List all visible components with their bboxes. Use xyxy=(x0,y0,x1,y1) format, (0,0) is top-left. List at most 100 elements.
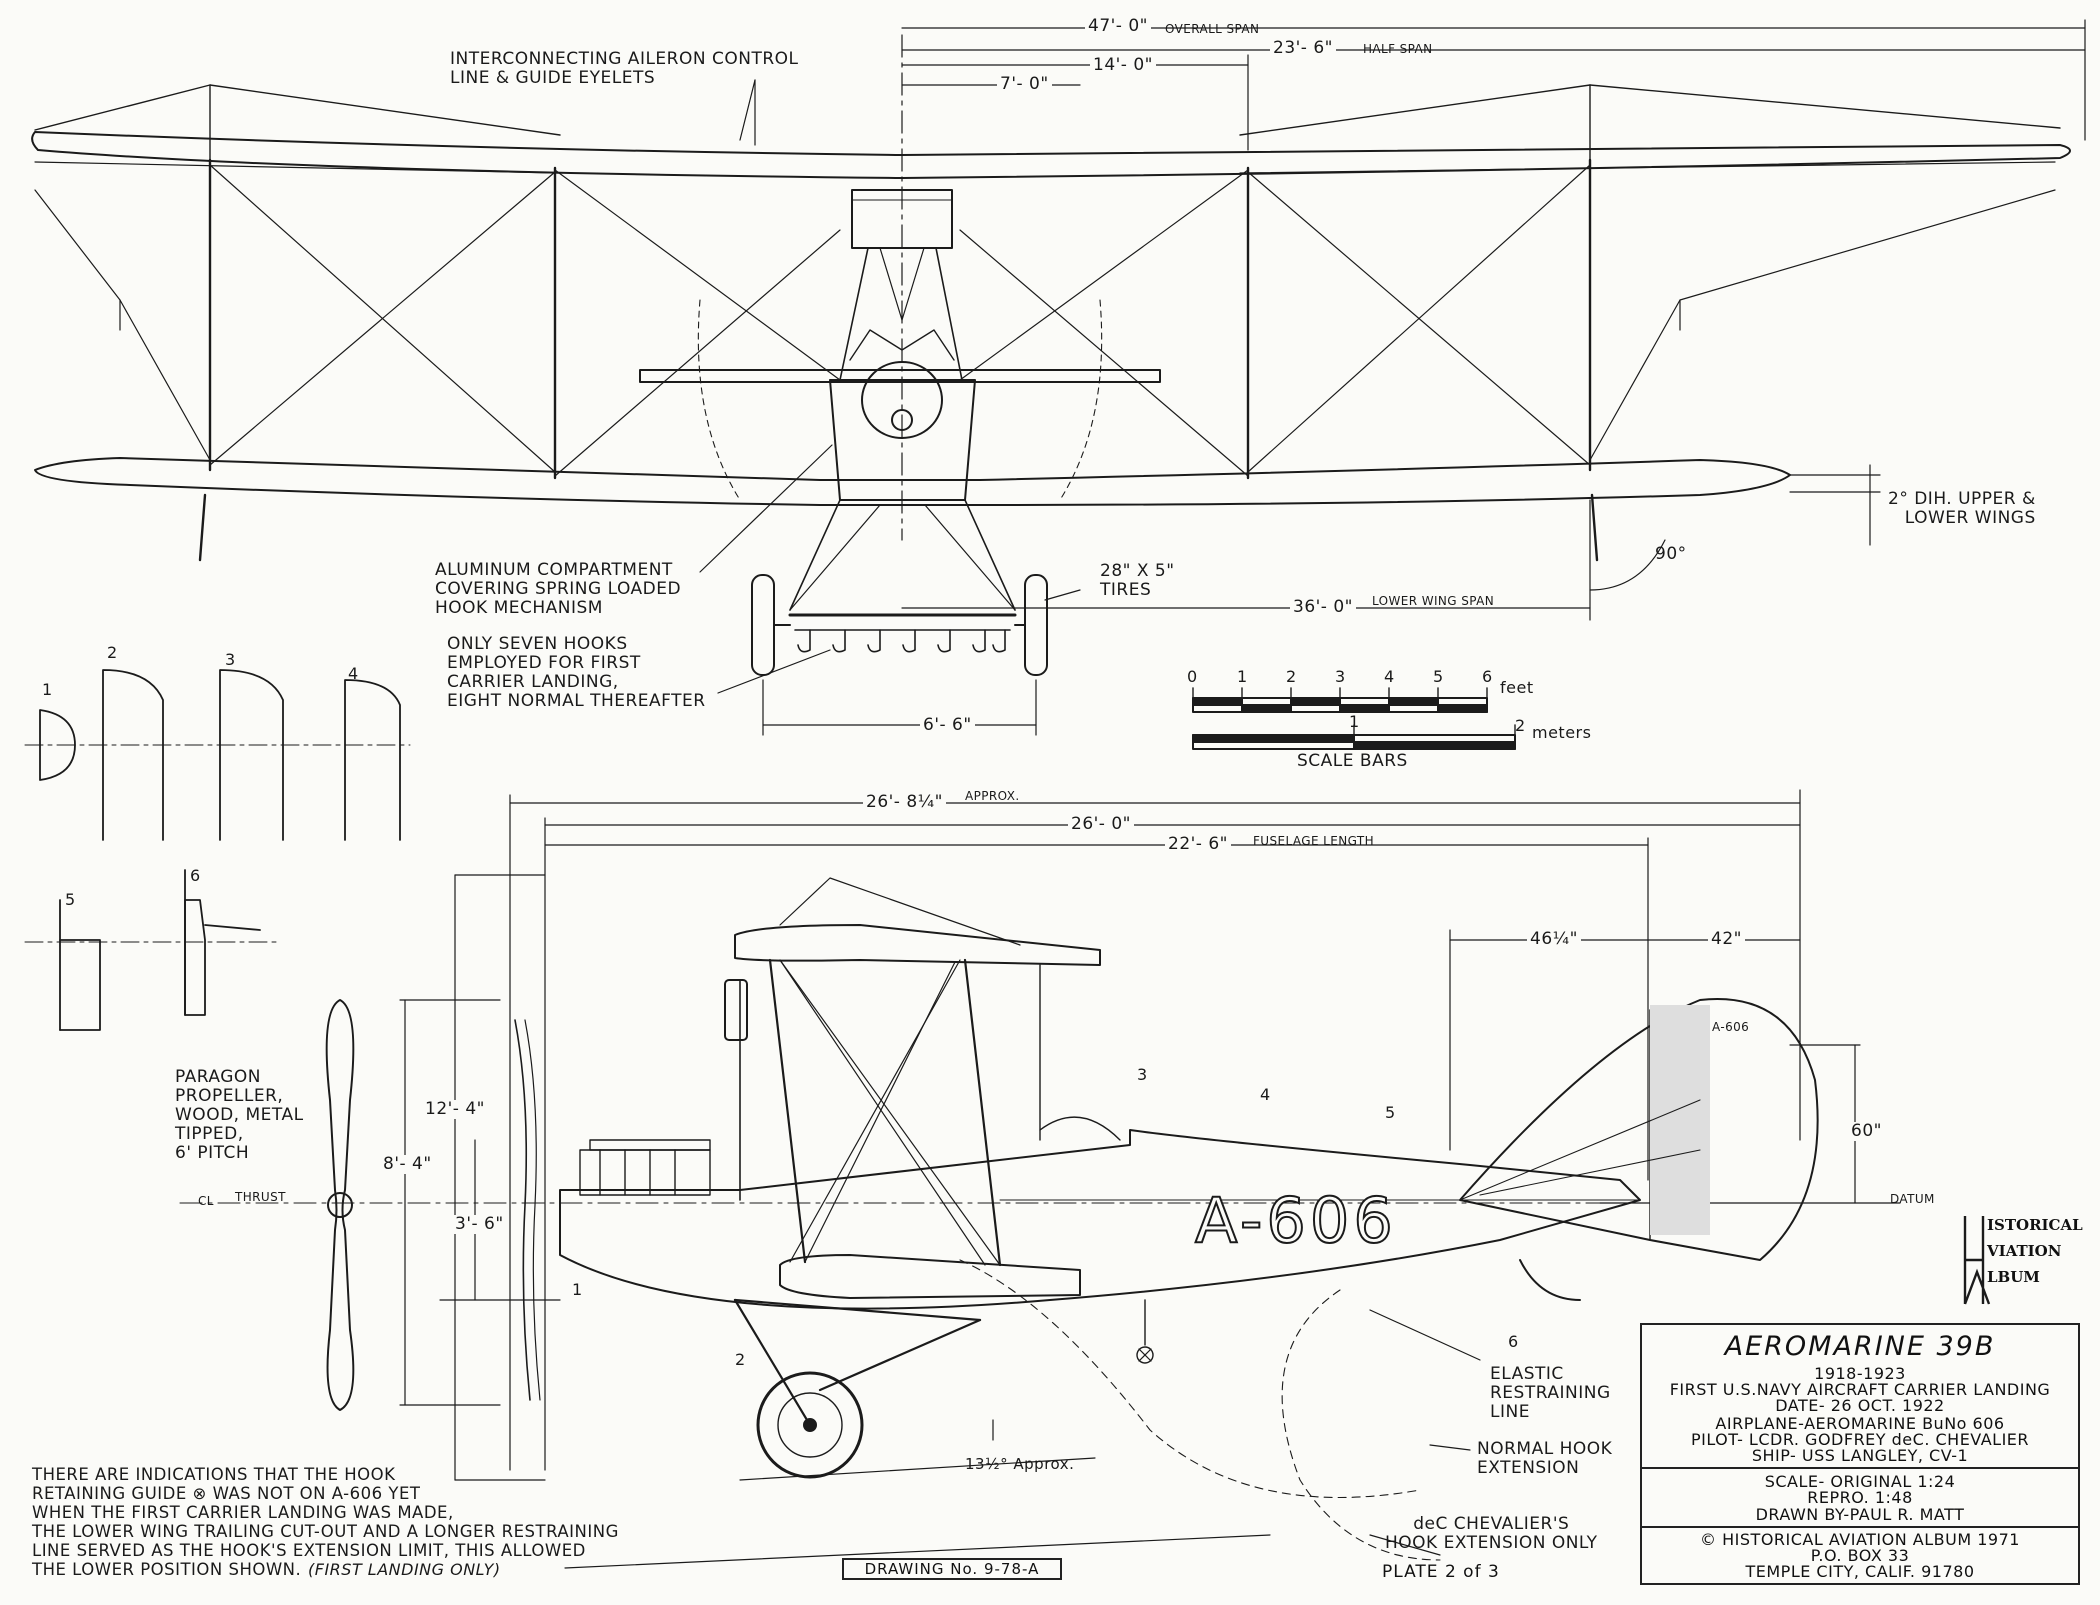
normal-hook-callout: NORMAL HOOK EXTENSION xyxy=(1477,1439,1613,1478)
title-divider-2 xyxy=(1642,1526,2078,1528)
drawn-by: DRAWN BY-PAUL R. MATT xyxy=(1755,1505,1965,1524)
dim-14ft: 14'- 0" xyxy=(1090,56,1156,75)
fuselage-code: A-606 xyxy=(1194,1184,1397,1257)
scale-feet-unit: feet xyxy=(1500,678,1534,697)
logo-line-1: ISTORICAL xyxy=(1987,1216,2083,1234)
side-view-drawing xyxy=(179,789,1901,1569)
scale-meter-2: 2 xyxy=(1515,716,1526,735)
overall-span-dim: 47'- 0" xyxy=(1085,17,1151,36)
radiator xyxy=(851,189,953,249)
tail-fin xyxy=(1459,998,1819,1261)
scale-meter-unit: meters xyxy=(1532,723,1592,742)
scale-original: SCALE- ORIGINAL 1:24 xyxy=(1764,1472,1956,1491)
station-1-label: 1 xyxy=(572,1280,583,1299)
overall-span-note: OVERALL SPAN xyxy=(1165,22,1260,36)
front-view-drawing xyxy=(31,19,2086,736)
fuselage-length-dim: 22'- 6" xyxy=(1165,835,1231,854)
height-3-6-dim: 3'- 6" xyxy=(452,1215,507,1234)
title-line-5: SHIP- USS LANGLEY, CV-1 xyxy=(1751,1446,1969,1465)
aileron-callout: INTERCONNECTING AILERON CONTROL LINE & G… xyxy=(450,49,799,88)
wheel-track-dim: 6'- 6" xyxy=(920,716,975,735)
upper-wing xyxy=(31,131,2071,179)
section-2-label: 2 xyxy=(107,643,118,662)
bottom-note: THERE ARE INDICATIONS THAT THE HOOK RETA… xyxy=(32,1465,619,1579)
scale-tick-5: 5 xyxy=(1433,667,1444,686)
po-box: P.O. BOX 33 xyxy=(1810,1546,1910,1565)
propeller-note: PARAGON PROPELLER, WOOD, METAL TIPPED, 6… xyxy=(175,1067,304,1163)
station-3-label: 3 xyxy=(1137,1065,1148,1084)
section-4-label: 4 xyxy=(348,664,359,683)
left-tire xyxy=(751,574,775,676)
upper-wing-side xyxy=(734,924,1101,966)
historical-aviation-album-logo: ISTORICAL VIATION LBUM xyxy=(1963,1212,2083,1305)
logo-mark xyxy=(1963,1216,1991,1305)
bottom-note-italic: (FIRST LANDING ONLY) xyxy=(308,1560,501,1579)
title-divider-1 xyxy=(1642,1467,2078,1469)
title-block: AEROMARINE 39B 1918-1923 FIRST U.S.NAVY … xyxy=(1640,1323,2080,1585)
dim-7ft: 7'- 0" xyxy=(997,75,1052,94)
scale-tick-4: 4 xyxy=(1384,667,1395,686)
hooks xyxy=(794,629,1011,653)
scale-tick-3: 3 xyxy=(1335,667,1346,686)
title-line-2: DATE- 26 OCT. 1922 xyxy=(1775,1396,1945,1415)
propeller-side xyxy=(325,999,355,1411)
elastic-line-callout: ELASTIC RESTRAINING LINE xyxy=(1490,1364,1611,1422)
height-12-4-dim: 12'- 4" xyxy=(422,1100,488,1119)
overall-length-note: APPROX. xyxy=(965,789,1020,803)
half-span-note: HALF SPAN xyxy=(1363,42,1433,56)
tail-code: A-606 xyxy=(1712,1020,1750,1034)
logo-line-3: LBUM xyxy=(1987,1268,2040,1286)
section-3-label: 3 xyxy=(225,650,236,669)
centerline-label: CL xyxy=(198,1194,214,1208)
length-26ft-dim: 26'- 0" xyxy=(1068,815,1134,834)
drawing-number: DRAWING No. 9-78-A xyxy=(842,1558,1062,1580)
compartment-callout: ALUMINUM COMPARTMENT COVERING SPRING LOA… xyxy=(435,560,682,618)
lower-span-dim: 36'- 0" xyxy=(1290,598,1356,617)
half-span-dim: 23'- 6" xyxy=(1270,39,1336,58)
angle-90: 90° xyxy=(1655,544,1687,564)
lower-wing xyxy=(34,457,1791,506)
overall-length-dim: 26'- 8¼" xyxy=(863,793,946,812)
section-1-label: 1 xyxy=(42,680,53,699)
dim-42in: 42" xyxy=(1708,930,1745,949)
scale-repro: REPRO. 1:48 xyxy=(1807,1488,1913,1507)
station-2-label: 2 xyxy=(735,1350,746,1369)
station-4-label: 4 xyxy=(1260,1085,1271,1104)
title-line-3: AIRPLANE-AEROMARINE BuNo 606 xyxy=(1715,1414,2005,1433)
engine-front xyxy=(861,361,943,439)
title-line-4: PILOT- LCDR. GODFREY deC. CHEVALIER xyxy=(1690,1430,2030,1449)
section-5-label: 5 xyxy=(65,890,76,909)
scale-tick-2: 2 xyxy=(1286,667,1297,686)
dim-46in: 46¼" xyxy=(1527,930,1581,949)
title-line-1: FIRST U.S.NAVY AIRCRAFT CARRIER LANDING xyxy=(1669,1380,2051,1399)
logo-line-2: VIATION xyxy=(1987,1242,2062,1260)
thrust-label: THRUST xyxy=(235,1190,286,1204)
hooks-callout: ONLY SEVEN HOOKS EMPLOYED FOR FIRST CARR… xyxy=(447,634,706,711)
lower-wing-side xyxy=(779,1254,1081,1299)
wheel-side xyxy=(756,1371,864,1479)
dihedral-note: 2° DIH. UPPER & LOWER WINGS xyxy=(1888,489,2036,528)
scale-tick-1: 1 xyxy=(1237,667,1248,686)
fuselage-side xyxy=(559,1129,1641,1310)
station-5-label: 5 xyxy=(1385,1103,1396,1122)
dim-60in: 60" xyxy=(1848,1122,1885,1141)
right-tire xyxy=(1024,574,1048,676)
datum-label: DATUM xyxy=(1890,1192,1935,1206)
station-6-label: 6 xyxy=(1508,1332,1519,1351)
scale-meter-1: 1 xyxy=(1349,712,1360,731)
chevalier-hook-callout: deC CHEVALIER'S HOOK EXTENSION ONLY xyxy=(1385,1514,1598,1553)
section-6-label: 6 xyxy=(190,866,201,885)
cross-sections xyxy=(24,669,411,1031)
aircraft-years: 1918-1923 xyxy=(1814,1364,1906,1383)
tires-callout: 28" X 5" TIRES xyxy=(1100,561,1175,600)
scale-tick-0: 0 xyxy=(1187,667,1198,686)
scale-tick-6: 6 xyxy=(1482,667,1493,686)
plate-number: PLATE 2 of 3 xyxy=(1382,1562,1500,1582)
height-8-4-dim: 8'- 4" xyxy=(380,1155,435,1174)
copyright: © HISTORICAL AVIATION ALBUM 1971 xyxy=(1700,1530,2020,1549)
aircraft-title: AEROMARINE 39B xyxy=(1724,1331,1996,1362)
horizontal-stabilizer xyxy=(639,369,1161,383)
gear-angle-note: 13½° Approx. xyxy=(965,1455,1075,1473)
